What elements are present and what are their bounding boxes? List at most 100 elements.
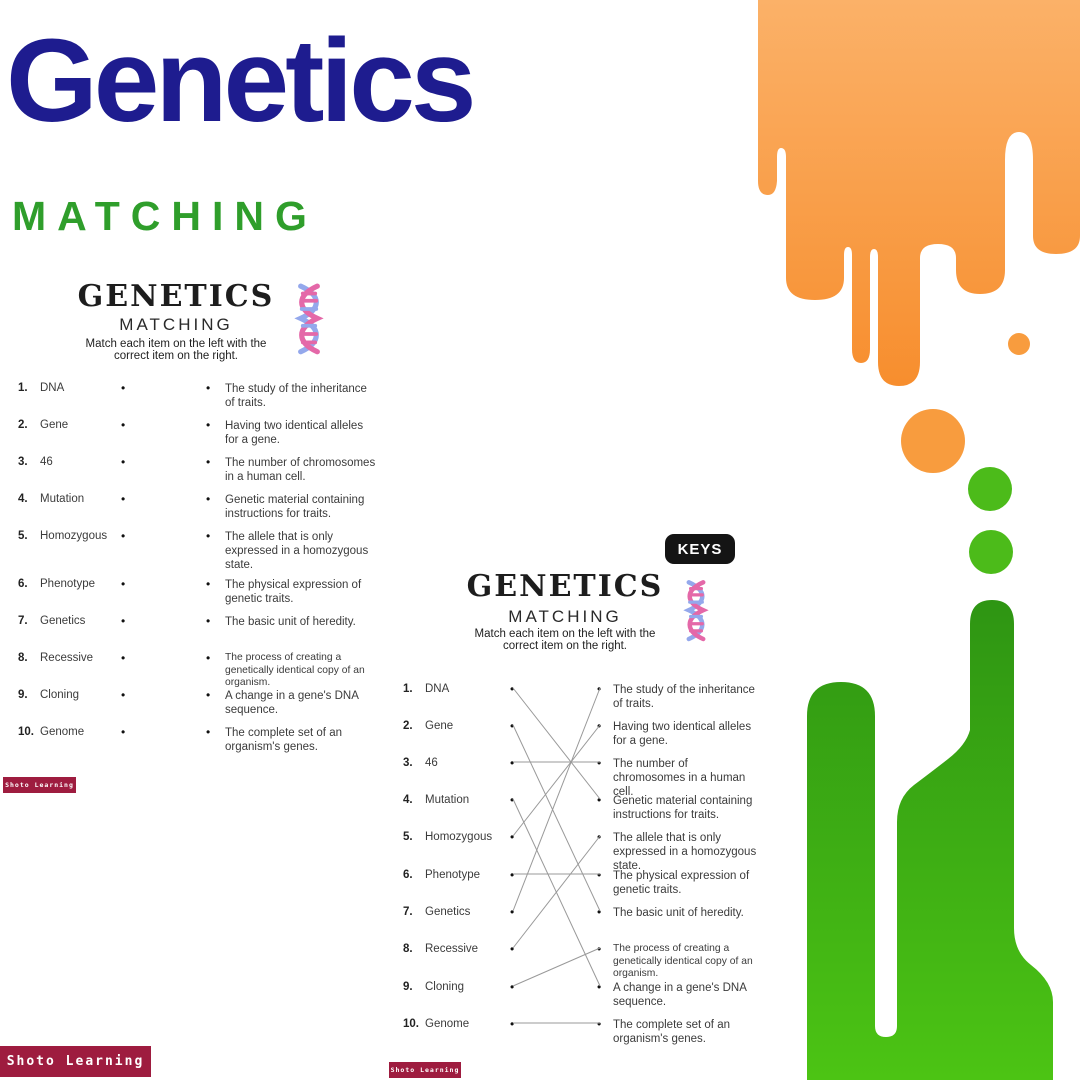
left-bullet: • (510, 682, 515, 696)
right-bullet: • (597, 830, 602, 844)
right-bullet: • (597, 1017, 602, 1031)
right-bullet: • (206, 614, 211, 628)
match-row: 6. Phenotype • • The physical expression… (385, 868, 770, 905)
worksheet-title: GENETICS (466, 569, 664, 604)
match-row: 1. DNA • • The study of the inheritance … (385, 682, 770, 719)
term-label: Recessive (425, 943, 479, 955)
term-label: Gene (40, 419, 69, 431)
right-bullet: • (206, 492, 211, 506)
item-number: 1. (403, 683, 413, 695)
item-number: 1. (18, 382, 28, 394)
brand-badge: Shoto Learning (3, 777, 76, 793)
right-bullet: • (206, 529, 211, 543)
brand-badge: Shoto Learning (389, 1062, 461, 1078)
term-label: Genetics (40, 615, 86, 627)
term-label: DNA (40, 382, 65, 394)
term-label: Cloning (40, 689, 79, 701)
item-number: 10. (403, 1018, 419, 1030)
definition-text: Having two identical alleles for a gene. (225, 420, 364, 446)
definition-text: The process of creating a genetically id… (613, 943, 753, 979)
match-row: 4. Mutation • • Genetic material contain… (0, 492, 392, 529)
term-label: Homozygous (425, 831, 493, 843)
green-dot-lower (969, 530, 1013, 574)
left-bullet: • (510, 905, 515, 919)
item-number: 6. (18, 578, 28, 590)
definition-text: The number of chromosomes in a human cel… (225, 457, 376, 483)
match-row: 7. Genetics • • The basic unit of heredi… (385, 905, 770, 942)
definition-text: The study of the inheritance of traits. (613, 684, 755, 710)
left-bullet: • (510, 793, 515, 807)
instructions-line2: correct item on the right. (503, 640, 627, 652)
worksheet-page: GENETICS MATCHING Match each item on the… (0, 268, 392, 803)
left-bullet: • (121, 725, 126, 739)
definition-text: The physical expression of genetic trait… (225, 579, 362, 605)
left-bullet: • (121, 455, 126, 469)
worksheet-header: GENETICS MATCHING Match each item on the… (385, 530, 745, 660)
match-row: 10. Genome • • The complete set of an or… (385, 1017, 770, 1054)
term-label: Gene (425, 720, 454, 732)
match-row: 10. Genome • • The complete set of an or… (0, 725, 392, 762)
term-label: Recessive (40, 652, 94, 664)
item-number: 5. (403, 831, 413, 843)
item-number: 8. (18, 652, 28, 664)
match-row: 7. Genetics • • The basic unit of heredi… (0, 614, 392, 651)
definition-text: The basic unit of heredity. (613, 907, 744, 919)
definition-text: The study of the inheritance of traits. (225, 383, 367, 409)
instructions-line2: correct item on the right. (114, 350, 238, 362)
match-row: 3. 46 • • The number of chromosomes in a… (0, 455, 392, 492)
left-bullet: • (121, 529, 126, 543)
definition-text: The physical expression of genetic trait… (613, 870, 750, 896)
dna-icon (294, 283, 324, 355)
right-bullet: • (206, 725, 211, 739)
keys-badge: KEYS (665, 534, 735, 564)
orange-dot-small (1008, 333, 1030, 355)
term-label: Phenotype (425, 869, 480, 881)
match-row: 3. 46 • • The number of chromosomes in a… (385, 756, 770, 798)
instructions-line1: Match each item on the left with the (474, 628, 656, 640)
match-row: 8. Recessive • • The process of creating… (385, 942, 770, 979)
definition-text: The allele that is only expressed in a h… (613, 832, 757, 872)
item-number: 6. (403, 869, 413, 881)
term-label: Mutation (40, 493, 85, 505)
dna-icon (683, 580, 709, 642)
definition-text: The allele that is only expressed in a h… (225, 531, 369, 571)
item-number: 2. (403, 720, 413, 732)
left-bullet: • (510, 980, 515, 994)
left-bullet: • (121, 651, 126, 665)
item-number: 2. (18, 419, 28, 431)
definition-text: The complete set of an organism's genes. (225, 727, 342, 753)
definition-text: Genetic material containing instructions… (225, 494, 365, 520)
right-bullet: • (206, 381, 211, 395)
match-row: 9. Cloning • • A change in a gene's DNA … (385, 980, 770, 1017)
left-bullet: • (510, 868, 515, 882)
term-label: Genome (40, 726, 85, 738)
left-bullet: • (121, 614, 126, 628)
right-bullet: • (597, 905, 602, 919)
definition-text: Genetic material containing instructions… (613, 795, 753, 821)
item-number: 3. (403, 757, 413, 769)
definition-text: The process of creating a genetically id… (225, 652, 365, 688)
right-bullet: • (597, 868, 602, 882)
left-bullet: • (510, 830, 515, 844)
right-bullet: • (206, 688, 211, 702)
term-label: Genetics (425, 906, 471, 918)
definition-text: A change in a gene's DNA sequence. (225, 690, 359, 716)
right-bullet: • (597, 719, 602, 733)
term-label: Cloning (425, 981, 464, 993)
left-bullet: • (121, 492, 126, 506)
right-bullet: • (597, 756, 602, 770)
item-number: 8. (403, 943, 413, 955)
term-label: 46 (425, 757, 438, 769)
item-number: 5. (18, 530, 28, 542)
definition-text: The number of chromosomes in a human cel… (613, 758, 746, 798)
right-bullet: • (206, 418, 211, 432)
page-title: Genetics (6, 15, 476, 147)
right-bullet: • (597, 980, 602, 994)
match-row: 2. Gene • • Having two identical alleles… (0, 418, 392, 455)
match-row: 5. Homozygous • • The allele that is onl… (0, 529, 392, 571)
term-label: Phenotype (40, 578, 95, 590)
definition-text: The basic unit of heredity. (225, 616, 356, 628)
right-bullet: • (597, 793, 602, 807)
left-bullet: • (510, 719, 515, 733)
